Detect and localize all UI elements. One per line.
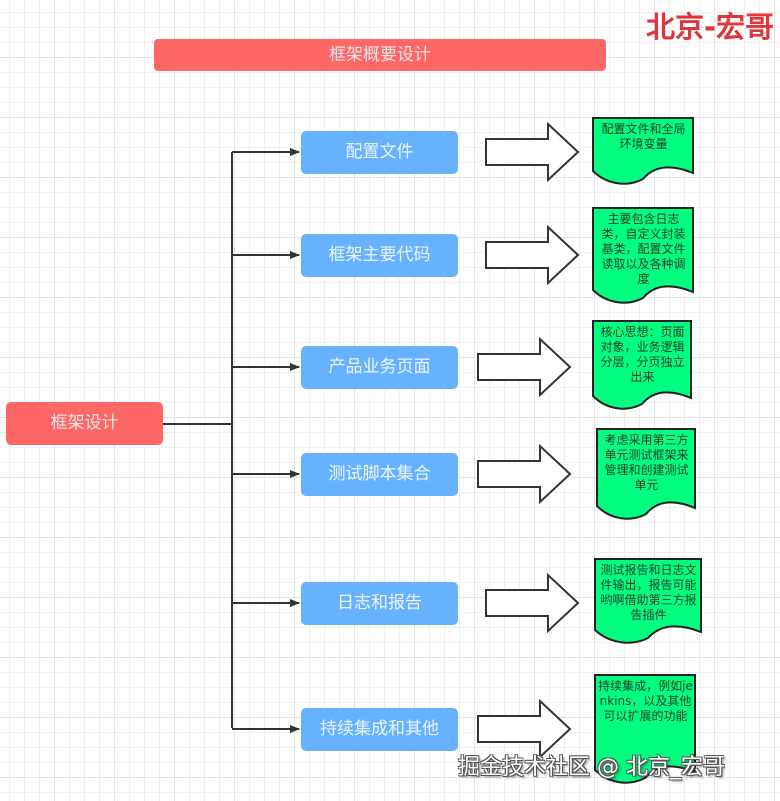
branch-node-3[interactable]: 产品业务页面 — [301, 346, 458, 389]
branch-node-4[interactable]: 测试脚本集合 — [301, 453, 458, 496]
note-document-4[interactable]: 考虑采用第三方单元测试框架来管理和创建测试单元 — [596, 428, 696, 520]
note-document-5[interactable]: 测试报告和日志文件输出，报告可能哟啊借助第三方报告插件 — [594, 558, 702, 644]
branch-node-1[interactable]: 配置文件 — [301, 131, 458, 174]
note-text: 测试报告和日志文件输出，报告可能哟啊借助第三方报告插件 — [600, 563, 697, 622]
note-document-3[interactable]: 核心思想：页面对象，业务逻辑分层，分页独立出来 — [592, 320, 692, 410]
note-document-1[interactable]: 配置文件和全局环境变量 — [592, 117, 694, 185]
document-shape — [592, 320, 692, 410]
block-arrow-4 — [477, 443, 572, 505]
branch-node-6[interactable]: 持续集成和其他 — [301, 708, 458, 751]
block-arrow-5 — [485, 572, 580, 634]
note-document-2[interactable]: 主要包含日志类，自定义封装基类，配置文件读取以及各种调度 — [592, 207, 694, 304]
block-arrow-1 — [485, 121, 580, 183]
watermark-author: 北京-宏哥 — [645, 10, 775, 44]
watermark-site: 掘金技术社区 @ 北京_宏哥 — [458, 755, 725, 780]
document-shape — [596, 428, 696, 520]
note-document-6[interactable]: 持续集成，例如jenkins，以及其他可以扩展的功能 — [594, 674, 696, 784]
block-arrow-6 — [477, 698, 572, 760]
document-shape — [592, 117, 694, 185]
document-shape — [592, 207, 694, 304]
diagram-title[interactable]: 框架概要设计 — [154, 39, 606, 71]
block-arrow-2 — [485, 224, 580, 286]
note-text: 配置文件和全局环境变量 — [601, 122, 686, 151]
note-text: 考虑采用第三方单元测试框架来管理和创建测试单元 — [604, 433, 689, 492]
note-text: 主要包含日志类，自定义封装基类，配置文件读取以及各种调度 — [601, 212, 686, 286]
document-shape — [594, 558, 702, 644]
branch-node-5[interactable]: 日志和报告 — [301, 582, 458, 625]
note-text: 持续集成，例如jenkins，以及其他可以扩展的功能 — [598, 679, 693, 723]
branch-node-2[interactable]: 框架主要代码 — [301, 234, 458, 277]
document-shape — [594, 674, 696, 784]
block-arrow-3 — [477, 336, 572, 398]
root-node[interactable]: 框架设计 — [6, 402, 163, 445]
note-text: 核心思想：页面对象，业务逻辑分层，分页独立出来 — [600, 325, 685, 384]
